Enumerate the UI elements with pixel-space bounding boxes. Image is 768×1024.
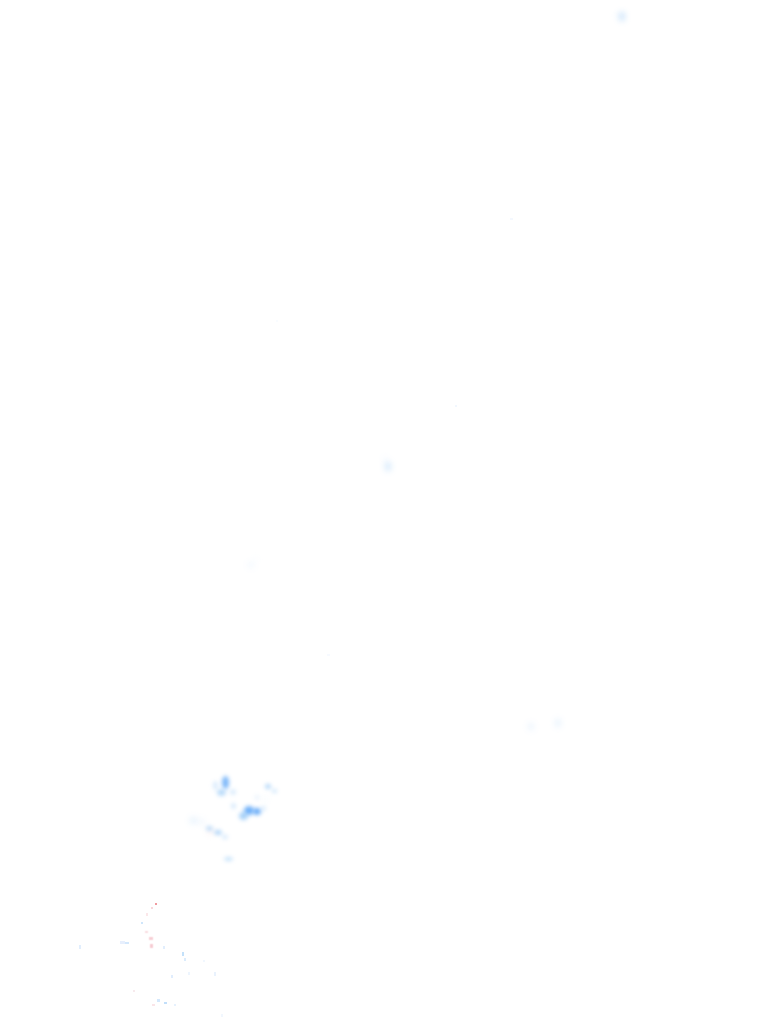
ink-smudge-mark — [386, 462, 390, 471]
ink-smudge-mark — [620, 12, 624, 21]
ink-smudge-mark — [79, 945, 81, 949]
ink-smudge-mark — [222, 835, 228, 839]
ink-smudge-mark — [455, 405, 457, 407]
ink-smudge-mark — [615, 14, 620, 17]
ink-smudge-mark — [188, 972, 190, 975]
ink-smudge-mark — [146, 913, 148, 916]
ink-smudge-mark — [151, 907, 153, 909]
ink-smudge-mark — [510, 218, 513, 220]
ink-smudge-mark — [214, 972, 216, 976]
ink-smudge-mark — [174, 1004, 176, 1006]
ink-smudge-mark — [190, 818, 197, 823]
ink-smudge-mark — [261, 806, 266, 811]
ink-smudge-mark — [157, 999, 160, 1002]
ink-smudge-mark — [231, 803, 236, 809]
ink-smudge-mark — [125, 942, 129, 944]
ink-smudge-mark — [265, 784, 271, 789]
ink-smudge-mark — [152, 1004, 155, 1006]
ink-smudge-mark — [145, 931, 148, 933]
ink-smudge-mark — [149, 937, 153, 940]
ink-smudge-mark — [214, 830, 222, 835]
ink-smudge-mark — [182, 952, 184, 956]
ink-smudge-mark — [171, 975, 173, 978]
ink-smudge-mark — [150, 944, 153, 948]
ink-smudge-mark — [163, 946, 165, 949]
ink-smudge-mark — [164, 1002, 167, 1004]
ink-smudge-mark — [254, 558, 257, 561]
ink-smudge-mark — [222, 776, 229, 789]
ink-smudge-mark — [327, 654, 330, 656]
ink-smudge-mark — [230, 789, 236, 795]
ink-smudge-mark — [276, 320, 278, 322]
ink-smudge-mark — [184, 958, 186, 961]
ink-smudge-mark — [272, 789, 277, 793]
ink-smudge-mark — [133, 990, 135, 992]
ink-smudge-mark — [221, 1014, 223, 1017]
ink-smudge-mark — [141, 922, 143, 924]
ink-smudge-mark — [206, 826, 213, 831]
ink-smudge-mark — [253, 808, 261, 815]
ink-smudge-mark — [224, 857, 233, 861]
ink-smudge-mark — [213, 781, 218, 790]
ink-smudge-mark — [384, 458, 387, 461]
ink-smudge-mark — [239, 812, 248, 820]
ink-smudge-mark — [255, 795, 259, 800]
ink-smudge-mark — [217, 789, 226, 796]
ink-smudge-mark — [529, 723, 533, 730]
ink-smudge-mark — [249, 563, 253, 567]
ink-smudge-mark — [120, 941, 125, 944]
ink-smudge-mark — [155, 903, 157, 905]
ink-smudge-mark — [263, 797, 267, 801]
ink-smudge-mark — [244, 806, 254, 815]
ink-smudge-mark — [208, 830, 213, 834]
ink-smudge-mark — [199, 820, 205, 824]
ink-smudge-mark — [203, 960, 205, 962]
ink-smudge-mark — [556, 719, 560, 727]
